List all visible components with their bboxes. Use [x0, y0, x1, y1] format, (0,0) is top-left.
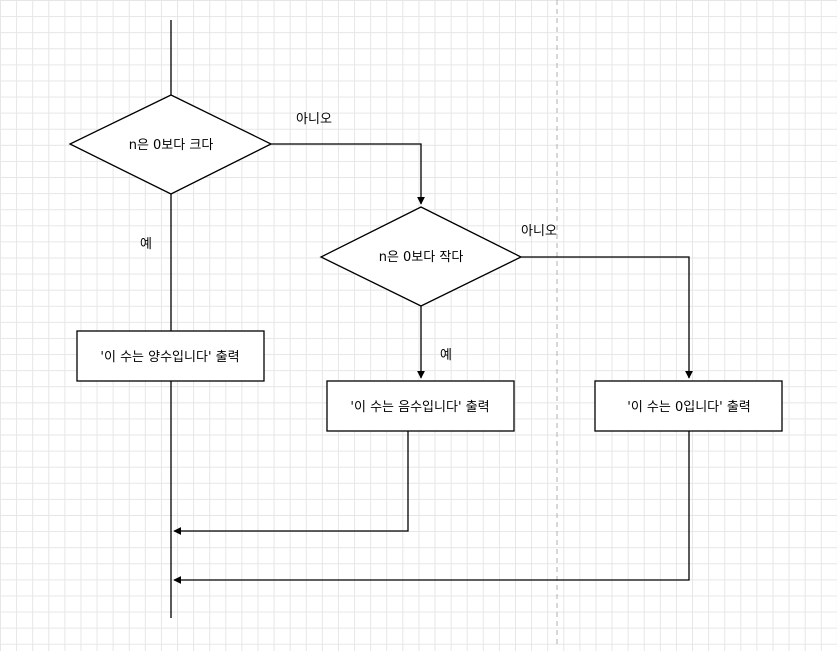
edge-d2-yes-label: 예	[440, 348, 452, 363]
process-print-zero[interactable]: '이 수는 0입니다' 출력	[594, 380, 783, 432]
process-print-negative-label: '이 수는 음수입니다' 출력	[350, 400, 489, 415]
decision-less-than-zero[interactable]: n은 0보다 작다	[319, 206, 523, 307]
edge-zero-return	[173, 431, 690, 584]
process-print-positive-label: '이 수는 양수입니다' 출력	[100, 350, 239, 365]
edge-d2-no-label: 아니오	[521, 224, 557, 239]
edge-negative-return	[173, 431, 409, 535]
process-print-zero-label: '이 수는 0입니다' 출력	[627, 400, 751, 415]
decision-greater-than-zero-label: n은 0보다 크다	[129, 138, 214, 153]
process-print-negative[interactable]: '이 수는 음수입니다' 출력	[326, 380, 515, 432]
edge-d1-no	[271, 143, 425, 205]
edge-d1-no-label: 아니오	[296, 112, 332, 127]
edge-d1-yes-label: 예	[140, 237, 152, 252]
decision-less-than-zero-label: n은 0보다 작다	[379, 250, 464, 265]
process-print-positive[interactable]: '이 수는 양수입니다' 출력	[76, 330, 265, 382]
decision-greater-than-zero[interactable]: n은 0보다 크다	[68, 94, 273, 195]
edge-d2-no	[521, 256, 693, 379]
